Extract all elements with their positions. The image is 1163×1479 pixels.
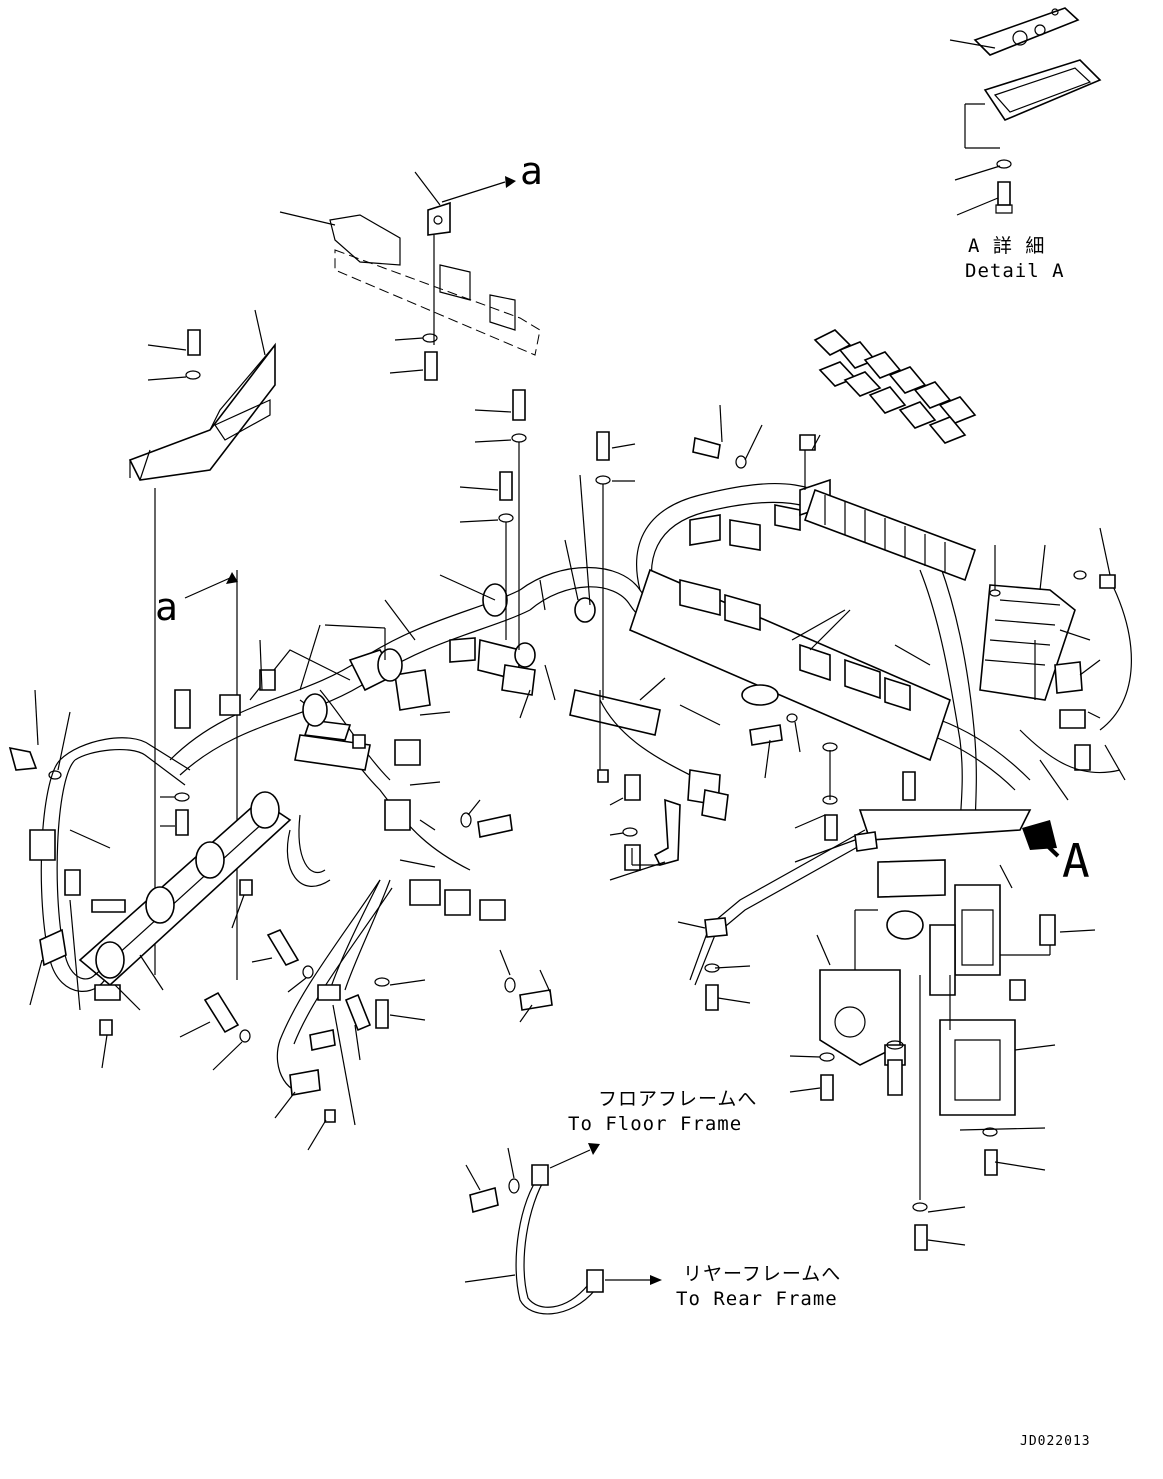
- main-harness: [449, 434, 1032, 841]
- detail-a-arrow: [1022, 820, 1060, 858]
- bolt-stacks: [459, 389, 821, 700]
- detail-a-title-en: Detail A: [965, 260, 1065, 282]
- detail-a-assembly: [949, 7, 1102, 216]
- floor-frame-label-jp: フロアフレームへ: [598, 1088, 758, 1110]
- reference-detail-a: A: [1062, 834, 1090, 888]
- left-harness-loop: [8, 689, 292, 1069]
- drawing-code: JD022013: [1020, 1434, 1091, 1449]
- detail-a-title-jp: A 詳 細: [968, 235, 1046, 257]
- reference-a-left: a: [155, 585, 178, 629]
- right-side-components: [677, 527, 1132, 1251]
- relay-block: [803, 329, 977, 582]
- rear-frame-label-en: To Rear Frame: [676, 1288, 838, 1310]
- floor-frame-label-en: To Floor Frame: [568, 1113, 743, 1135]
- ground-cable: [464, 1143, 662, 1315]
- reference-a-top: a: [520, 149, 543, 193]
- lower-center-parts: [179, 774, 681, 1151]
- rear-frame-label-jp: リヤーフレームへ: [683, 1263, 842, 1285]
- left-cover-bracket: [128, 309, 276, 980]
- center-left-harness: [169, 574, 609, 991]
- top-frame-bracket: [279, 171, 541, 381]
